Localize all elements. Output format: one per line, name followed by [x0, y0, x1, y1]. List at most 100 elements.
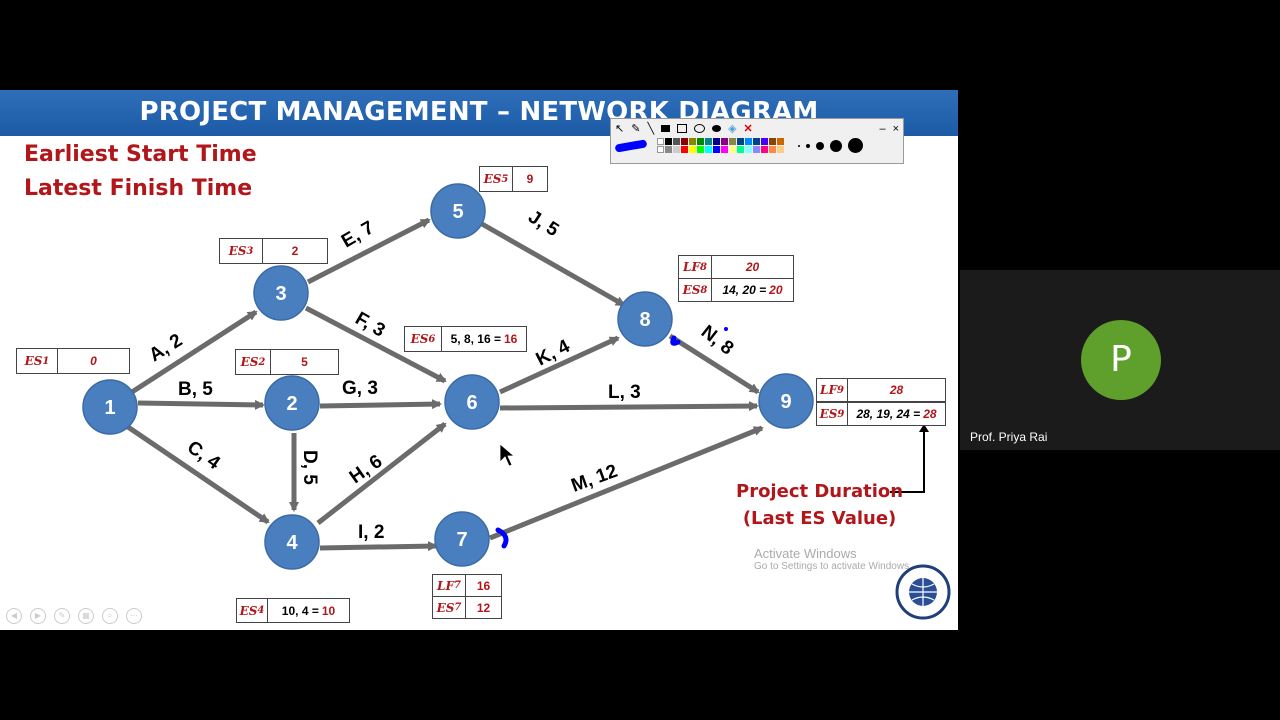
ink-dot-8 — [724, 327, 728, 331]
es5-label: ES — [483, 172, 502, 186]
es1-label: ES — [24, 354, 43, 368]
more-options-icon[interactable]: ⋯ — [126, 608, 142, 624]
lf7-label: LF — [437, 578, 454, 593]
node-3 — [253, 265, 309, 321]
arrow-e — [306, 217, 431, 285]
slides-grid-icon[interactable]: ▦ — [78, 608, 94, 624]
arrow-g — [319, 399, 442, 410]
size-3-icon[interactable] — [816, 141, 824, 150]
size-5-icon[interactable] — [848, 138, 863, 153]
es8-calc: 14, 20 = — [722, 283, 767, 297]
arrow-m — [489, 425, 764, 541]
lf8-value: 20 — [745, 260, 760, 274]
lf7-sub: 7 — [454, 580, 461, 591]
outline-rectangle-icon[interactable] — [677, 124, 688, 133]
activity-d-label: D, 5 — [299, 450, 320, 485]
eraser-icon[interactable]: ◈ — [728, 123, 737, 135]
es2-value: 5 — [301, 355, 308, 369]
close-icon[interactable]: ✕ — [743, 123, 753, 135]
activity-g-label: G, 3 — [342, 378, 378, 399]
es6-value: 16 — [504, 332, 518, 346]
current-pen-color-icon[interactable] — [614, 138, 648, 153]
subtitle-latest-finish: Latest Finish Time — [24, 176, 253, 201]
es9-value: 28 — [923, 407, 937, 421]
es3-label: ES — [228, 244, 247, 258]
rectangle-icon[interactable] — [661, 125, 671, 132]
arrow-j — [480, 221, 626, 308]
es7-value: 12 — [476, 600, 491, 615]
duration-connector — [890, 428, 925, 493]
activity-i-label: I, 2 — [358, 522, 384, 543]
slide-navigation: ◀ ▶ ✎ ▦ ⌕ ⋯ — [6, 608, 142, 624]
es4-label: ES — [239, 603, 258, 618]
activity-m-label: M, 12 — [569, 461, 621, 497]
lf9-label: LF — [820, 383, 837, 397]
es1-sub: 1 — [42, 355, 50, 367]
arrow-i — [319, 541, 438, 552]
node-6-label: 6 — [466, 392, 477, 414]
ellipse-icon[interactable] — [694, 124, 706, 133]
es9-label: ES — [819, 407, 838, 421]
color-palette[interactable] — [657, 138, 784, 153]
ink-mark-7 — [495, 527, 509, 549]
node-7-label: 7 — [456, 529, 467, 551]
es6-sub: 6 — [428, 333, 436, 345]
line-icon[interactable]: ╲ — [647, 123, 655, 135]
pointer-icon[interactable]: ↖ — [615, 123, 625, 135]
pen-size-selector[interactable] — [798, 138, 863, 153]
size-4-icon[interactable] — [830, 139, 842, 152]
lf7-value: 16 — [476, 578, 491, 593]
es2-label: ES — [240, 355, 259, 369]
previous-slide-icon[interactable]: ◀ — [6, 608, 22, 624]
es5-sub: 5 — [501, 173, 509, 185]
es9-calc: 28, 19, 24 = — [856, 407, 921, 421]
activity-n-label: N, 8 — [697, 321, 737, 359]
es6-label: ES — [410, 332, 429, 346]
activity-j-label: J, 5 — [524, 206, 562, 241]
es4-value: 10 — [321, 603, 336, 618]
arrow-c — [126, 424, 270, 525]
watermark-line2: Go to Settings to activate Windows. — [754, 561, 912, 572]
institution-logo-icon — [895, 564, 951, 620]
size-2-icon[interactable] — [806, 143, 810, 148]
lf8-label: LF — [683, 260, 700, 274]
activate-windows-watermark: Activate Windows Go to Settings to activ… — [754, 546, 912, 572]
pen-icon[interactable]: ✎ — [631, 123, 641, 135]
participant-video-tile[interactable]: P Prof. Priya Rai — [960, 270, 1280, 450]
toolbar-close-icon[interactable]: × — [892, 122, 899, 135]
node-2 — [264, 375, 320, 431]
next-slide-icon[interactable]: ▶ — [30, 608, 46, 624]
es8-value: 20 — [769, 283, 783, 297]
pen-tool-icon[interactable]: ✎ — [54, 608, 70, 624]
filled-ellipse-icon[interactable] — [712, 125, 722, 132]
avatar: P — [1081, 320, 1161, 400]
project-duration-note: Project Duration (Last ES Value) — [736, 478, 903, 532]
duration-arrowhead — [919, 424, 929, 432]
zoom-icon[interactable]: ⌕ — [102, 608, 118, 624]
es6-calc: 5, 8, 16 = — [450, 332, 501, 346]
node-6 — [444, 374, 500, 430]
slide-title: PROJECT MANAGEMENT – NETWORK DIAGRAM — [0, 90, 958, 136]
es9-sub: 9 — [837, 408, 845, 420]
arrow-b — [137, 399, 265, 410]
slide: PROJECT MANAGEMENT – NETWORK DIAGRAM Ear… — [0, 90, 958, 630]
presenter-name: Prof. Priya Rai — [970, 430, 1048, 444]
es7-label: ES — [436, 600, 455, 615]
size-1-icon[interactable] — [798, 144, 800, 147]
node-4 — [264, 514, 320, 570]
subtitle-earliest-start: Earliest Start Time — [24, 142, 257, 167]
node-4-label: 4 — [286, 532, 298, 554]
es7-sub: 7 — [454, 602, 462, 613]
es2-sub: 2 — [258, 356, 266, 368]
minimize-icon[interactable]: – — [879, 122, 886, 135]
node-8 — [617, 291, 673, 347]
